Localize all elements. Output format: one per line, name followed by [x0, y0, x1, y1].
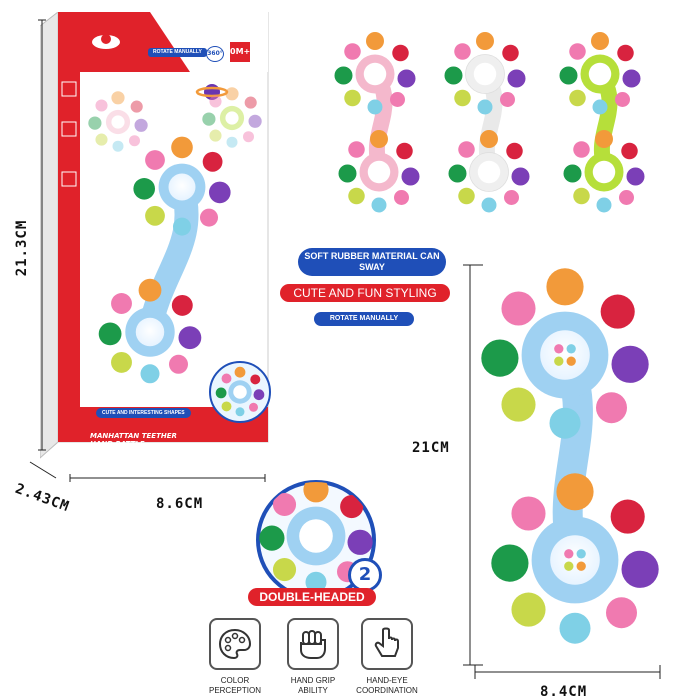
box-badge-age: 0M+ [228, 40, 252, 64]
double-headed-label: DOUBLE-HEADED [248, 588, 376, 606]
box-height-label: 21.3CM [14, 219, 30, 277]
variant-pink [334, 32, 420, 213]
double-headed-inset: 2 [254, 478, 384, 608]
toy-height-label: 21CM [412, 440, 450, 456]
pointing-hand-icon [361, 618, 413, 670]
color-variants [334, 32, 645, 213]
box-inner-label: CUTE AND INTERESTING SHAPES [96, 408, 191, 418]
feature-label: HAND-EYE COORDINATION [356, 676, 418, 695]
callout-soft-rubber: SOFT RUBBER MATERIAL CAN SWAY [298, 248, 446, 276]
feature-hand-eye: HAND-EYE COORDINATION [356, 618, 418, 696]
feature-color-perception: COLOR PERCEPTION [204, 618, 266, 696]
fist-icon [287, 618, 339, 670]
double-headed-number: 2 [348, 558, 382, 592]
box-product-name: MANHATTAN TEETHER HAND RATTLE [90, 432, 177, 448]
palette-icon [209, 618, 261, 670]
toy-width-label: 8.4CM [540, 684, 588, 700]
variant-white [444, 32, 530, 213]
callout-cute-fun: CUTE AND FUN STYLING [280, 284, 450, 302]
product-box: ROTATE MANUALLY 360° 0M+ CUTE AND INTERE… [39, 10, 280, 472]
brand-logo-icon [92, 34, 120, 49]
large-teether [481, 268, 659, 644]
callout-rotate: ROTATE MANUALLY [314, 312, 414, 326]
variant-green [559, 32, 645, 213]
box-rotate-label: ROTATE MANUALLY [148, 48, 207, 57]
feature-label: HAND GRIP ABILITY [290, 676, 336, 695]
feature-hand-grip: HAND GRIP ABILITY [282, 618, 344, 696]
feature-label: COLOR PERCEPTION [208, 676, 261, 695]
box-badge-360: 360° [206, 46, 224, 62]
box-width-label: 8.6CM [156, 496, 204, 512]
